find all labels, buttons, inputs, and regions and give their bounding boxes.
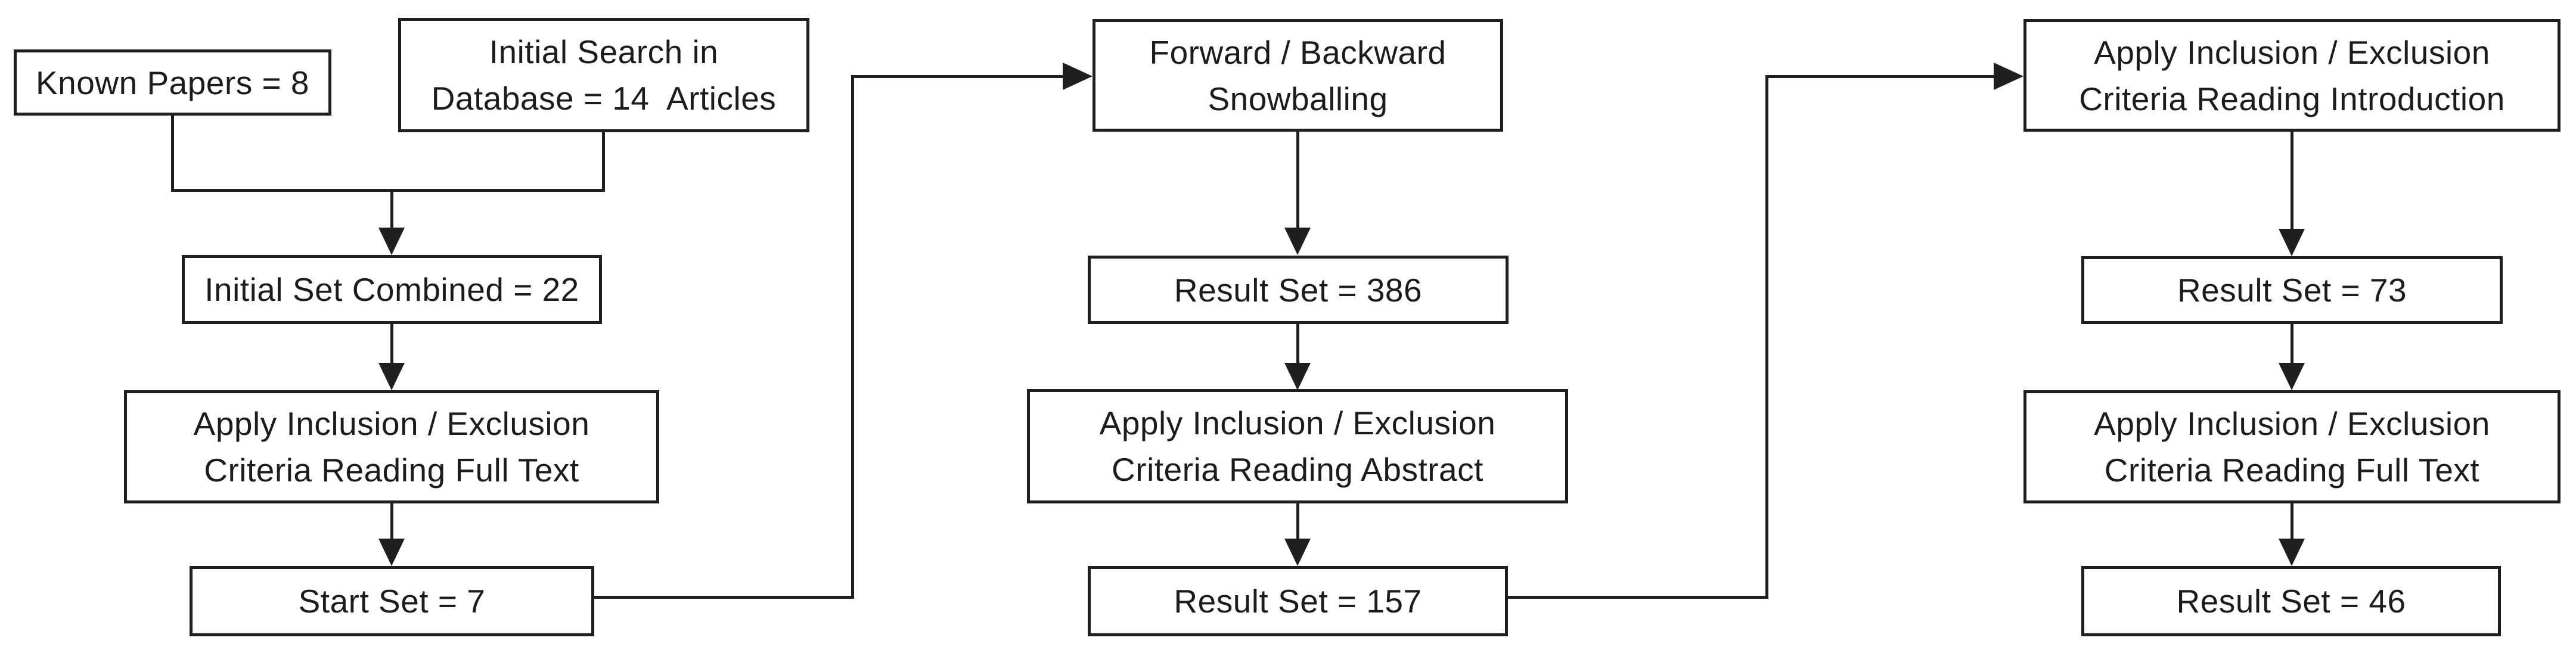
node-initial-search: Initial Search in Database = 14 Articles [398, 18, 809, 132]
node-apply-criteria-full-text-left: Apply Inclusion / Exclusion Criteria Rea… [124, 390, 659, 503]
connector-result73-to-apply [2291, 324, 2293, 365]
arrow-down-icon [1284, 539, 1311, 566]
node-result-set-73: Result Set = 73 [2081, 256, 2503, 324]
arrow-down-icon [1284, 363, 1311, 390]
arrow-down-icon [1284, 228, 1311, 255]
node-result-set-157: Result Set = 157 [1088, 566, 1508, 636]
arrow-down-icon [378, 363, 405, 390]
connector-result157-right [1507, 596, 1768, 599]
node-start-set: Start Set = 7 [190, 566, 594, 636]
arrow-right-icon [1994, 63, 2023, 90]
connector-apply-to-start-set [390, 503, 393, 541]
node-result-set-386: Result Set = 386 [1088, 256, 1509, 324]
node-result-set-46: Result Set = 46 [2081, 566, 2501, 636]
connector-snowballing-to-result386 [1296, 131, 1299, 230]
node-apply-criteria-introduction: Apply Inclusion / Exclusion Criteria Rea… [2023, 19, 2561, 132]
connector-result157-up [1765, 75, 1768, 599]
arrow-down-icon [2279, 363, 2305, 390]
node-known-papers: Known Papers = 8 [14, 49, 331, 116]
connector-to-initial-set [390, 189, 393, 232]
connector-result386-to-apply [1296, 324, 1299, 365]
connector-into-snowballing [851, 75, 1066, 78]
arrow-down-icon [378, 539, 405, 566]
node-apply-criteria-abstract: Apply Inclusion / Exclusion Criteria Rea… [1027, 389, 1568, 503]
connector-start-set-right [594, 596, 854, 599]
arrow-down-icon [378, 228, 405, 255]
arrow-right-icon [1063, 63, 1093, 90]
connector-initial-search-down [602, 132, 605, 192]
node-initial-set-combined: Initial Set Combined = 22 [182, 255, 602, 324]
node-snowballing: Forward / Backward Snowballing [1093, 19, 1503, 132]
connector-start-set-up [851, 75, 854, 599]
arrow-down-icon [2279, 539, 2305, 566]
connector-apply-to-result46 [2291, 503, 2293, 541]
arrow-down-icon [2279, 229, 2305, 256]
node-apply-criteria-full-text-right: Apply Inclusion / Exclusion Criteria Rea… [2023, 390, 2561, 503]
connector-merge-line [171, 189, 605, 192]
connector-into-apply-introduction [1765, 75, 1997, 78]
connector-known-papers-down [171, 114, 174, 192]
connector-intro-to-result73 [2291, 131, 2293, 231]
connector-apply-to-result157 [1296, 503, 1299, 541]
connector-initial-set-to-apply [390, 324, 393, 365]
